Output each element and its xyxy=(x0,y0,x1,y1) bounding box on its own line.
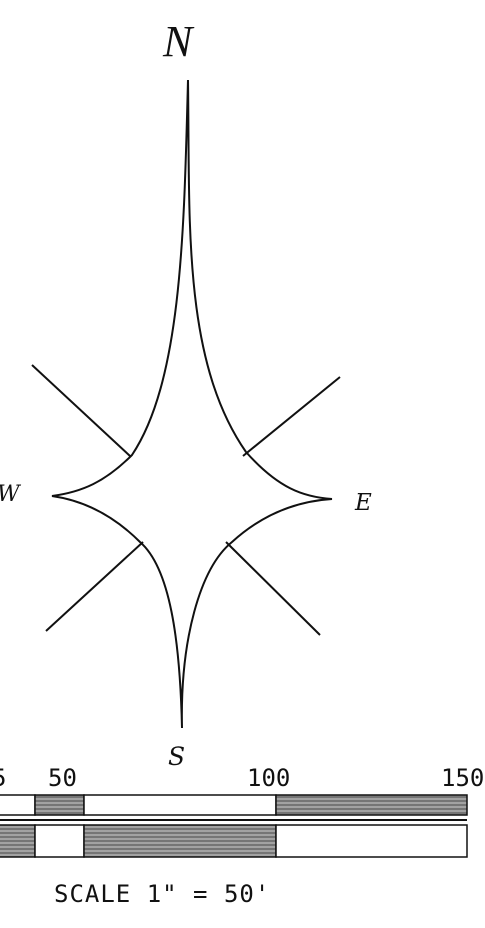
scale-tick-label: 50 xyxy=(48,764,77,792)
scale-tick-label: 100 xyxy=(247,764,291,792)
ray-ne xyxy=(242,376,341,457)
compass-label-east: E xyxy=(355,490,372,516)
compass-label-north: N xyxy=(163,17,193,66)
scale-tick-label: 5 xyxy=(0,766,6,790)
ray-se xyxy=(225,541,321,636)
compass-star xyxy=(51,79,333,729)
scale-seg-bot-a xyxy=(0,824,36,858)
ray-nw xyxy=(31,364,131,457)
scale-seg-bot-c xyxy=(83,824,277,858)
compass-label-south: S xyxy=(168,742,186,771)
compass-label-west: W xyxy=(0,484,20,506)
scale-tick-label: 150 xyxy=(441,764,485,792)
scale-bar-graphic xyxy=(0,794,468,858)
scale-seg-bot-d xyxy=(275,824,468,858)
scale-seg-top-d xyxy=(275,794,468,816)
scale-seg-top-c xyxy=(83,794,277,816)
scale-seg-bot-b xyxy=(34,824,85,858)
scale-seg-top-a xyxy=(0,794,36,816)
scale-caption: SCALE 1" = 50' xyxy=(54,880,271,908)
compass-rose xyxy=(31,79,341,729)
scale-seg-top-b xyxy=(34,794,85,816)
ray-sw xyxy=(45,541,144,632)
